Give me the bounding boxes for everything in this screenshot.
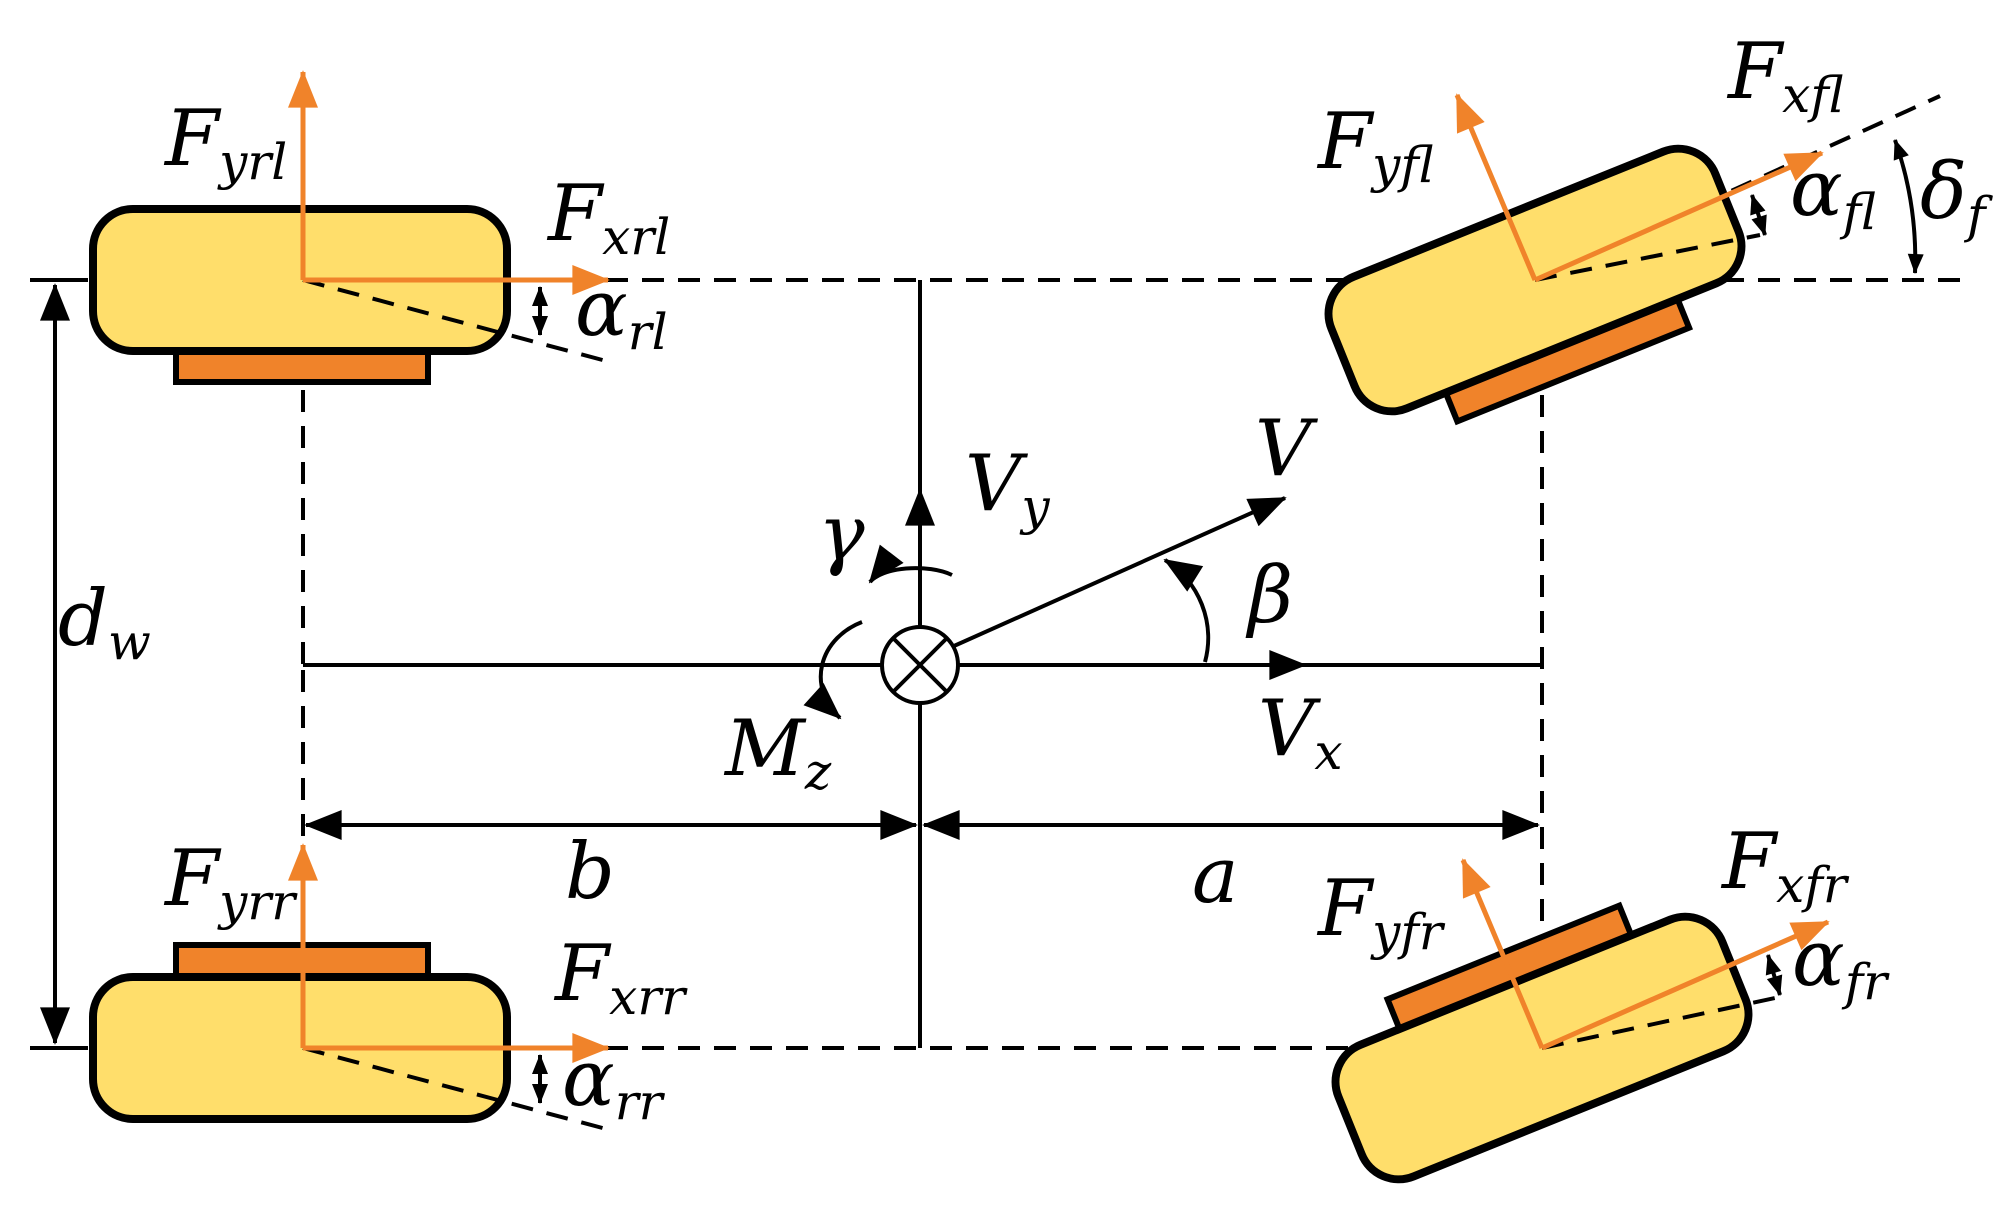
fxfr-arrow [1540, 919, 1830, 1051]
label-alpha-rr: αrr [562, 1034, 666, 1131]
fxfl-arrow [1533, 150, 1824, 283]
alpha-arrow-front-right [1765, 954, 1783, 996]
alpha-arrow-front-left [1750, 194, 1767, 236]
body-axes [303, 280, 1542, 1048]
label-a: a [1192, 831, 1239, 921]
wheel-front-right [1331, 858, 1830, 1184]
label-fxrl: Fxrl [546, 169, 670, 266]
label-alpha-rl: αrl [575, 264, 668, 361]
label-alpha-fr: αfr [1792, 914, 1890, 1011]
label-alpha-fl: αfl [1790, 144, 1876, 241]
wheel-front-left [1324, 93, 1924, 426]
label-fxfl: Fxfl [1726, 27, 1844, 124]
fyfl-arrow [1454, 93, 1538, 281]
delta-arc-front-left [1893, 139, 1924, 274]
wheel-rear-right [89, 843, 611, 1132]
slip-dash-rear-left [302, 278, 611, 364]
label-mz: Mz [723, 704, 832, 801]
label-v: V [1255, 404, 1318, 494]
v-arrow [944, 496, 1287, 652]
wheel-rear-left [89, 70, 611, 385]
label-vy: Vy [965, 439, 1050, 536]
label-delta-f: δf [1920, 147, 1993, 244]
label-fxrr: Fxrr [553, 929, 688, 1026]
center-of-gravity-icon [880, 625, 960, 705]
slip-dash-front-left [1534, 233, 1761, 282]
slip-dash-rear-right [302, 1046, 611, 1132]
label-vx: Vx [1258, 684, 1343, 781]
label-b: b [565, 827, 615, 917]
label-fyfl: Fyfl [1316, 97, 1434, 194]
fyfr-arrow [1460, 858, 1545, 1049]
dimensions [30, 278, 1540, 1050]
label-gamma: γ [818, 489, 865, 579]
label-fxfr: Fxfr [1720, 817, 1850, 914]
label-fyrr: Fyrr [163, 834, 298, 931]
label-dw: dw [58, 574, 151, 671]
mz-arc [803, 620, 863, 720]
beta-arc [1163, 558, 1211, 663]
label-fyrl: Fyrl [163, 94, 287, 191]
gamma-arc [868, 544, 953, 584]
label-fyfr: Fyfr [1316, 864, 1446, 961]
labels: Fyrl Fxrl αrl Fyfl Fxfl αfl δf Fyrr Fxrr… [58, 27, 1993, 1131]
slip-dash-front-right [1541, 996, 1776, 1050]
label-beta: β [1245, 551, 1293, 641]
